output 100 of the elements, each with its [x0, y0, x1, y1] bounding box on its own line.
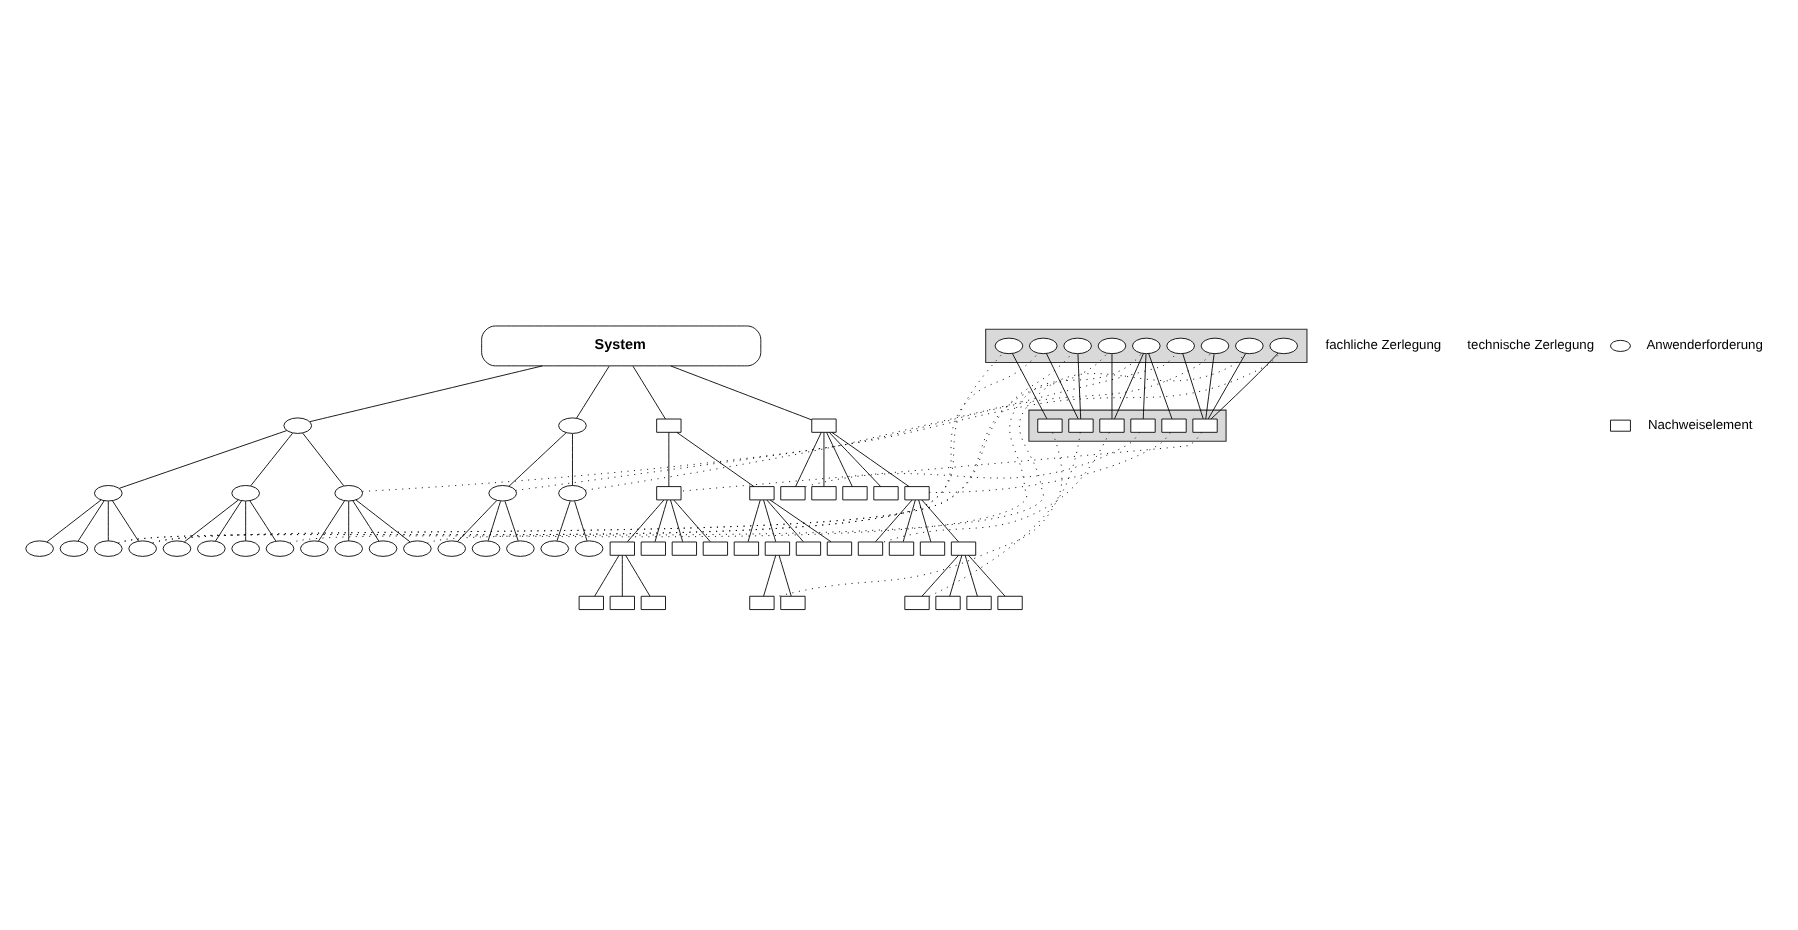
node-ellipse	[994, 337, 1024, 355]
node-box	[749, 486, 775, 501]
node-box	[578, 595, 604, 610]
node-ellipse	[128, 540, 157, 557]
cluster	[1028, 409, 1227, 442]
node-box	[842, 486, 868, 501]
connector	[918, 499, 932, 543]
connector	[250, 432, 293, 487]
connector	[318, 500, 345, 542]
node-box	[873, 486, 899, 501]
connector	[747, 499, 761, 543]
node-ellipse	[231, 540, 260, 557]
node-box	[749, 595, 775, 610]
connector	[574, 500, 588, 542]
connector	[245, 500, 247, 542]
node-ellipse	[59, 540, 89, 557]
node-ellipse	[1235, 337, 1264, 355]
connector	[249, 500, 277, 542]
connector	[107, 500, 109, 542]
connector	[621, 554, 623, 597]
node-ellipse	[334, 485, 363, 502]
connector	[1077, 353, 1082, 420]
connector	[1182, 353, 1204, 420]
connector	[875, 499, 913, 543]
node-box	[1068, 418, 1094, 433]
node-box	[1192, 418, 1218, 433]
connector	[823, 431, 825, 488]
node-box	[609, 595, 635, 610]
connector	[1111, 353, 1113, 420]
connector	[763, 499, 777, 543]
connector	[763, 554, 777, 597]
node-box	[966, 595, 992, 610]
connector	[882, 432, 1110, 543]
node-ellipse	[300, 540, 329, 557]
node-box	[671, 541, 697, 556]
node-ellipse	[1269, 337, 1298, 355]
connector	[670, 499, 684, 543]
connector	[487, 500, 501, 542]
node-box	[904, 595, 930, 610]
connector	[504, 500, 519, 542]
connector	[289, 352, 1143, 544]
connector	[929, 432, 1171, 493]
connector	[215, 500, 242, 542]
connector	[949, 554, 963, 597]
connector	[1148, 353, 1173, 420]
node-box	[1099, 418, 1125, 433]
connector	[964, 554, 978, 597]
node-box	[780, 595, 806, 610]
connector	[668, 431, 670, 488]
connector	[632, 365, 666, 420]
connector	[773, 432, 1063, 598]
connector	[355, 499, 411, 543]
node-ellipse	[334, 540, 363, 557]
node-ellipse	[540, 540, 570, 557]
connector	[1210, 352, 1279, 420]
node-ellipse	[1029, 337, 1058, 355]
connector	[46, 499, 102, 543]
node-box	[764, 541, 791, 556]
connector	[769, 499, 832, 543]
connector	[426, 353, 1246, 544]
connector	[1205, 353, 1215, 420]
connector	[302, 432, 345, 487]
node-ellipse	[437, 540, 466, 557]
node-box	[1037, 418, 1063, 433]
connector	[457, 500, 498, 542]
node-box	[935, 595, 961, 610]
node-box	[997, 595, 1023, 610]
node-box	[702, 541, 728, 556]
connector	[654, 499, 668, 543]
connector	[184, 499, 239, 543]
connector	[828, 431, 882, 488]
node-ellipse	[265, 540, 295, 557]
connector	[572, 433, 573, 486]
node-box	[795, 541, 822, 556]
connector	[676, 431, 755, 488]
node-ellipse	[94, 540, 123, 557]
connector	[1012, 353, 1048, 420]
node-ellipse	[506, 540, 535, 557]
connector	[670, 365, 812, 421]
cluster	[985, 328, 1308, 364]
node-ellipse	[25, 540, 54, 557]
node-box	[733, 541, 760, 556]
node-ellipse	[488, 485, 517, 502]
node-box	[609, 541, 635, 556]
connector	[826, 431, 853, 488]
node-box	[640, 595, 666, 610]
connector	[1114, 353, 1144, 420]
connector	[576, 365, 610, 419]
node-box	[888, 541, 915, 556]
node-box	[1130, 418, 1156, 433]
node-ellipse	[1200, 337, 1230, 355]
connector	[831, 431, 910, 488]
connector	[921, 554, 959, 597]
connector	[348, 500, 350, 542]
connector	[902, 499, 916, 543]
node-ellipse	[231, 485, 260, 502]
connector	[508, 432, 567, 487]
connector	[1207, 353, 1246, 420]
node-box	[826, 541, 853, 556]
connector	[362, 353, 1280, 492]
